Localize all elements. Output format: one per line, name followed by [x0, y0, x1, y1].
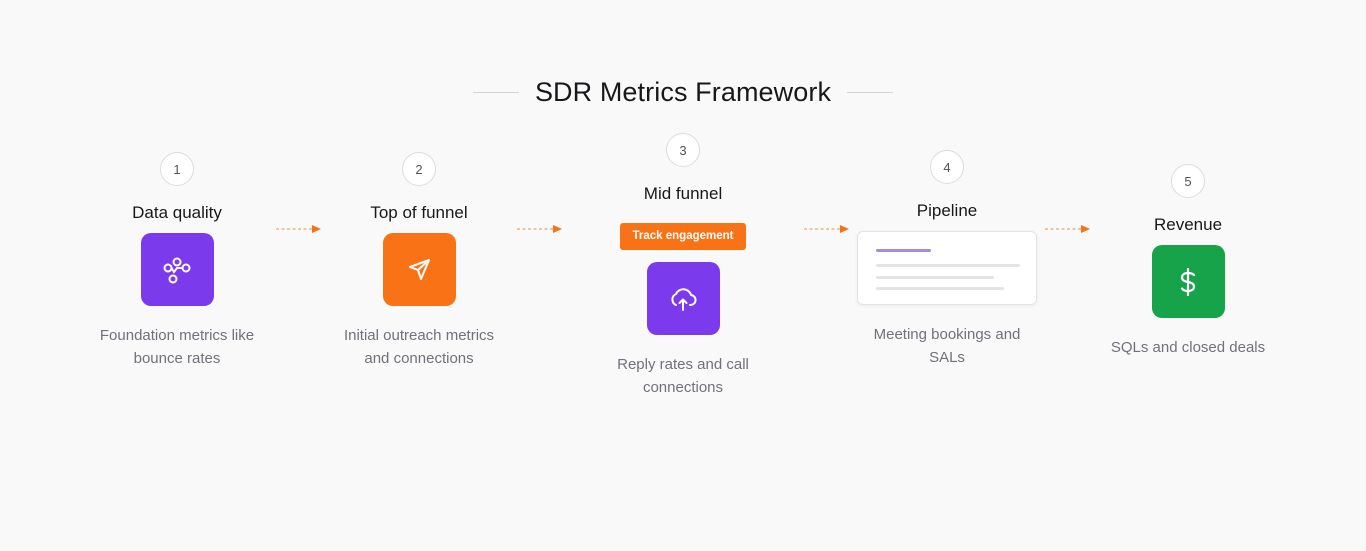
step-top-of-funnel: 2 Top of funnel Initial outreach metrics…	[309, 152, 529, 370]
step-description: Initial outreach metrics and connections	[343, 327, 495, 367]
arrow-connector-4	[1045, 224, 1091, 234]
step-pipeline: 4 Pipeline Meeting bookings and SALs	[837, 150, 1057, 369]
arrow-connector-3	[804, 224, 850, 234]
step-description: Foundation metrics like bounce rates	[99, 327, 255, 367]
dollar-icon	[1180, 267, 1196, 296]
step-description: Reply rates and call connections	[617, 356, 749, 396]
step-number: 2	[402, 152, 436, 186]
card-heading-line	[876, 249, 931, 252]
nodes-icon	[163, 257, 191, 283]
track-engagement-badge: Track engagement	[619, 223, 747, 250]
step-number: 3	[666, 133, 700, 167]
icon-tile	[382, 233, 456, 306]
icon-tile	[140, 233, 214, 306]
step-data-quality: 1 Data quality Foundation metrics like b…	[67, 152, 287, 370]
title-divider-left	[472, 91, 519, 93]
step-number: 1	[160, 152, 194, 186]
step-title: Mid funnel	[643, 184, 723, 203]
icon-tile	[1151, 245, 1225, 318]
step-mid-funnel: 3 Mid funnel Track engagement Reply rate…	[573, 133, 793, 399]
step-title: Pipeline	[916, 201, 978, 220]
step-number: 5	[1171, 164, 1205, 198]
step-number: 4	[930, 150, 964, 184]
step-description: SQLs and closed deals	[1110, 339, 1266, 356]
step-description: Meeting bookings and SALs	[873, 326, 1021, 366]
card-text-line	[876, 276, 994, 279]
send-icon	[409, 258, 430, 280]
step-title: Data quality	[132, 203, 222, 222]
icon-tile	[646, 262, 720, 335]
step-title: Revenue	[1153, 215, 1223, 234]
step-title: Top of funnel	[370, 203, 468, 222]
arrow-connector-1	[276, 224, 322, 234]
document-card-icon	[857, 231, 1037, 305]
cloud-upload-icon	[671, 287, 697, 311]
arrow-connector-2	[517, 224, 563, 234]
step-revenue: 5 Revenue SQLs and closed deals	[1078, 164, 1298, 359]
title-divider-right	[847, 91, 894, 93]
page-title: SDR Metrics Framework	[534, 76, 832, 107]
card-text-line	[876, 287, 1004, 290]
card-text-line	[876, 264, 1020, 267]
title-row: SDR Metrics Framework	[0, 74, 1366, 110]
